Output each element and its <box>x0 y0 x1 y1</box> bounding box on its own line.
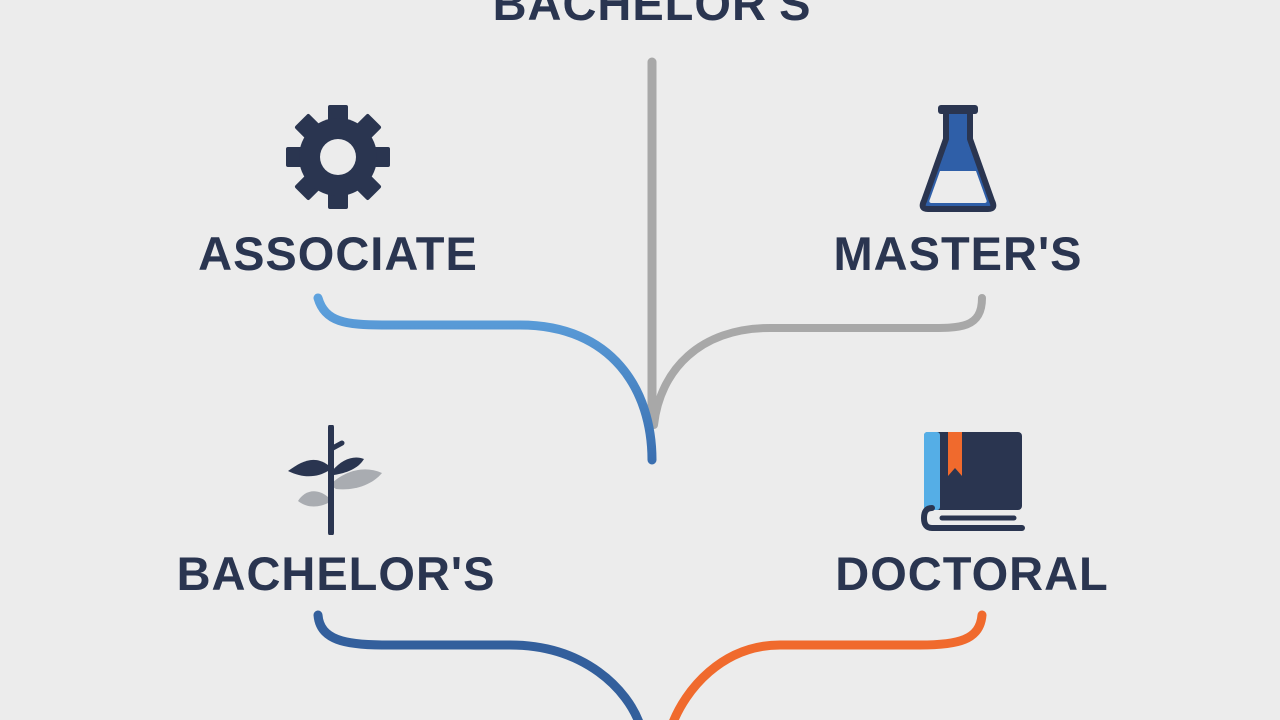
associate-label: ASSOCIATE <box>198 227 478 280</box>
flask-icon <box>919 105 997 212</box>
bachelors-branch-line <box>313 610 643 720</box>
gear-icon <box>286 105 390 209</box>
book-icon <box>920 432 1025 531</box>
doctoral-branch-line <box>669 610 987 720</box>
associate-branch-line <box>313 293 657 465</box>
masters-branch-line <box>650 294 986 429</box>
masters-label: MASTER'S <box>833 227 1083 280</box>
plant-icon <box>288 425 382 535</box>
top-node-label: BACHELOR'S <box>492 0 812 30</box>
bachelors-label: BACHELOR'S <box>176 547 496 600</box>
doctoral-label: DOCTORAL <box>835 547 1109 600</box>
